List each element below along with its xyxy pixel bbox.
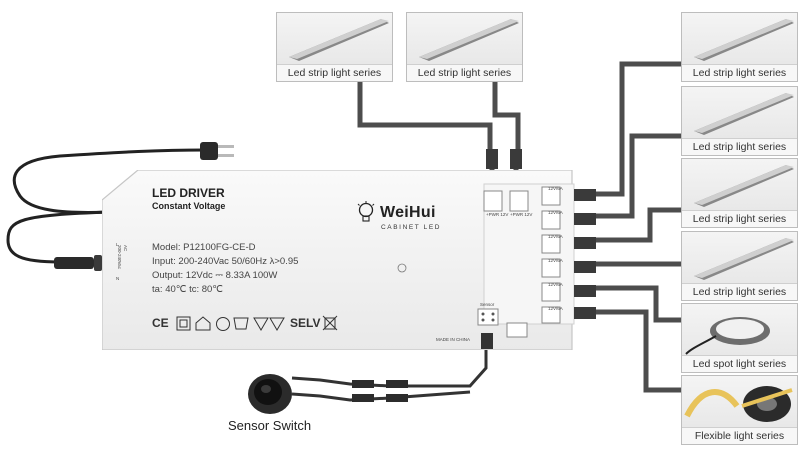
tile-right-5: Led spot light series: [681, 303, 798, 373]
wire-right-1: [594, 61, 682, 197]
driver-title: LED DRIVER: [152, 186, 225, 200]
right-connectors: [574, 189, 596, 319]
tile-right-6: Flexible light series: [681, 375, 798, 445]
strip-light-image: [694, 238, 794, 280]
wire-right-5: [594, 285, 682, 323]
power-plug: [200, 142, 234, 160]
driver-subtitle: Constant Voltage: [152, 201, 226, 211]
wire-top-1: [357, 82, 493, 150]
tile-caption: Led strip light series: [682, 64, 797, 81]
sensor-cable-connectors: [352, 380, 408, 402]
ac-label: AC: [123, 245, 128, 252]
tile-caption: Led strip light series: [682, 138, 797, 155]
driver-input: Input: 200-240Vac 50/60Hz λ>0.95: [152, 256, 299, 267]
weee-bin-icon: [322, 315, 338, 331]
port-mark-4: 12V/6A: [548, 258, 563, 263]
top-ports: [483, 190, 529, 212]
wire-sensor-b: [291, 390, 471, 402]
port-mark-3: 12V/6A: [548, 234, 563, 239]
brand-tagline: CABINET LED: [381, 224, 442, 231]
power-cord-out: [6, 210, 111, 264]
brand-name: WeiHui: [380, 204, 436, 221]
wire-right-6: [594, 309, 682, 393]
spot-light-image: [685, 317, 770, 355]
made-in-label: MADE IN CHINA: [436, 337, 471, 342]
driver-output: Output: 12Vdc ⎓ 8.33A 100W: [152, 270, 278, 281]
sensor-port: [477, 308, 499, 326]
sensor-block-label: [506, 322, 528, 338]
dc-connector: [54, 255, 102, 271]
right-ports: [541, 186, 561, 324]
flexible-light-image: [684, 386, 793, 422]
strip-light-image: [694, 19, 794, 61]
selv-mark: SELV: [290, 316, 321, 330]
ac-range: 200-240Vac: [117, 245, 122, 269]
sensor-connector: [481, 333, 493, 349]
strip-light-image: [419, 19, 519, 61]
ac-l: L: [116, 242, 119, 247]
strip-light-image: [694, 165, 794, 207]
sensor-switch-device: [248, 374, 292, 414]
tile-caption: Led strip light series: [682, 210, 797, 227]
port-mark-5: 12V/6A: [548, 282, 563, 287]
bulb-logo-icon: [357, 201, 375, 222]
wire-right-3: [594, 207, 682, 243]
wire-right-2: [594, 133, 682, 219]
top-port-mark-2: +PWR 12V: [510, 212, 533, 217]
tile-caption: Led strip light series: [277, 64, 392, 81]
ce-mark: CE: [152, 316, 169, 330]
driver-temps: ta: 40℃ tc: 80℃: [152, 284, 223, 295]
top-connectors: [486, 149, 522, 169]
tile-top-1: Led strip light series: [276, 12, 393, 82]
wire-top-2: [492, 82, 521, 150]
certification-icons: [176, 316, 285, 331]
port-mark-1: 12V/6A: [548, 186, 563, 191]
ac-n: N: [116, 276, 120, 281]
tile-right-3: Led strip light series: [681, 158, 798, 228]
port-mark-2: 12V/6A: [548, 210, 563, 215]
tile-right-4: Led strip light series: [681, 231, 798, 301]
tile-caption: Led strip light series: [407, 64, 522, 81]
tile-right-2: Led strip light series: [681, 86, 798, 156]
sensor-port-label: Sensor: [480, 302, 495, 307]
sensor-switch-label: Sensor Switch: [228, 418, 312, 433]
strip-light-image: [694, 93, 794, 135]
tile-caption: Flexible light series: [682, 427, 797, 444]
driver-model: Model: P12100FG-CE-D: [152, 242, 256, 253]
tile-caption: Led strip light series: [682, 283, 797, 300]
tile-top-2: Led strip light series: [406, 12, 523, 82]
tile-caption: Led spot light series: [682, 355, 797, 372]
port-mark-6: 12V/6A: [548, 306, 563, 311]
tile-right-1: Led strip light series: [681, 12, 798, 82]
top-port-mark-1: +PWR 12V: [486, 212, 509, 217]
power-cord: [12, 148, 206, 214]
strip-light-image: [289, 19, 389, 61]
